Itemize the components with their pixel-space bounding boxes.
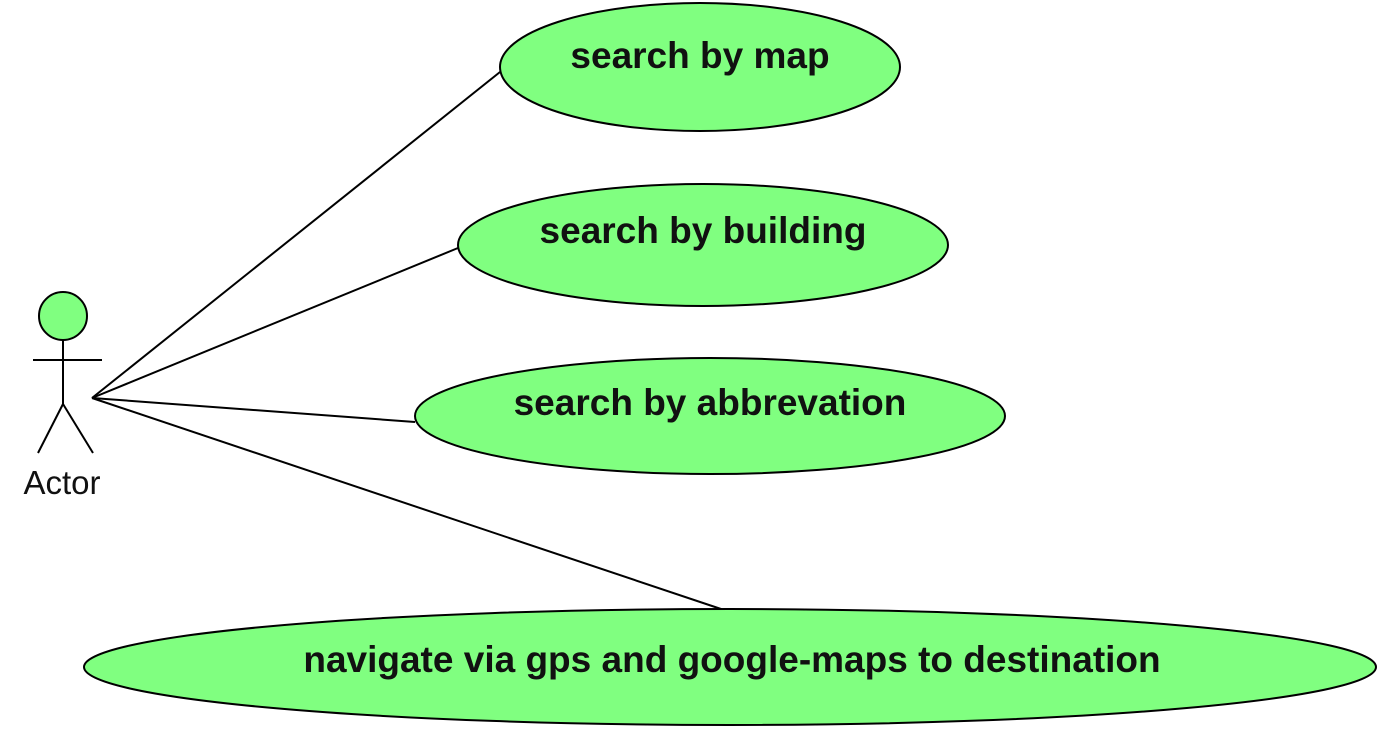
association-navigate xyxy=(91,397,731,613)
use-case-ellipse xyxy=(499,2,901,132)
association-search-by-building xyxy=(91,247,459,399)
actor[interactable]: Actor xyxy=(23,291,102,501)
actor-left-leg-icon xyxy=(37,403,64,454)
use-case-navigate[interactable]: navigate via gps and google-maps to dest… xyxy=(83,608,1377,726)
association-search-by-map xyxy=(91,71,501,399)
association-search-by-abbrevation xyxy=(91,397,416,423)
use-case-ellipse xyxy=(457,183,949,307)
actor-right-leg-icon xyxy=(62,403,94,454)
use-case-ellipse xyxy=(83,608,1377,726)
associations xyxy=(91,71,731,613)
use-case-search-by-map[interactable]: search by map xyxy=(499,2,901,132)
use-case-search-by-abbrevation[interactable]: search by abbrevation xyxy=(414,357,1006,475)
use-case-label: search by building xyxy=(540,210,867,251)
actor-head-icon xyxy=(38,291,88,341)
use-case-search-by-building[interactable]: search by building xyxy=(457,183,949,307)
use-case-ellipse xyxy=(414,357,1006,475)
use-case-label: search by map xyxy=(570,35,829,76)
use-case-label: navigate via gps and google-maps to dest… xyxy=(303,639,1160,680)
use-case-label: search by abbrevation xyxy=(514,382,907,423)
actor-label: Actor xyxy=(23,464,100,501)
